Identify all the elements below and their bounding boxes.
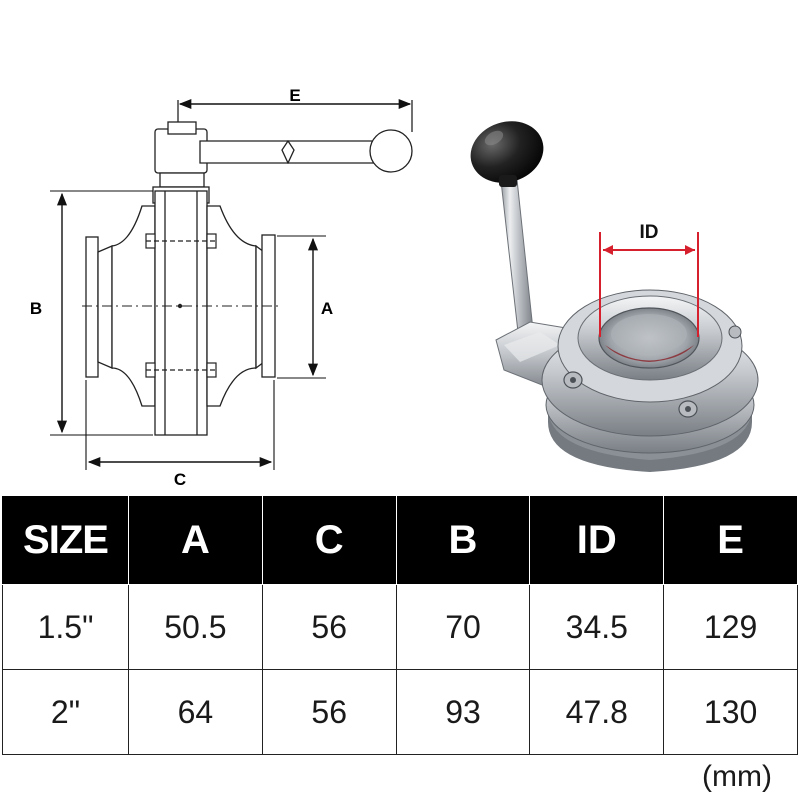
label-c: C [174,470,186,489]
label-id: ID [640,222,659,243]
unit-note: (mm) [702,760,772,793]
cell-id: 34.5 [529,584,665,670]
bolt-group-drawing [145,233,217,378]
cell-size: 1.5" [2,584,129,670]
header-a: A [128,496,263,585]
lever-handle [499,169,534,333]
dimension-e: E [177,86,413,132]
cell-c: 56 [261,584,397,670]
dimension-c: C [85,380,275,489]
cell-size: 2" [2,669,129,755]
header-id: ID [529,496,665,585]
cell-e: 130 [663,669,798,755]
cell-c: 56 [261,669,397,755]
cell-b: 70 [395,584,531,670]
label-e: E [289,86,300,105]
cell-e: 129 [663,584,798,670]
cell-a: 50.5 [128,584,263,670]
label-b: B [30,299,42,318]
valve-body-drawing [85,190,276,436]
table-row: 2" 64 56 93 47.8 130 [2,669,798,755]
label-a: A [321,299,333,318]
header-b: B [395,496,531,585]
dimension-a: A [277,235,333,379]
spec-table: SIZE A C B ID E 1.5" 50.5 56 70 34.5 129… [2,496,798,755]
table-header-row: SIZE A C B ID E [2,496,798,585]
header-e: E [663,496,798,585]
cell-id: 47.8 [529,669,665,755]
table-row: 1.5" 50.5 56 70 34.5 129 [2,584,798,670]
cell-b: 93 [395,669,531,755]
header-c: C [261,496,397,585]
dimension-b: B [30,190,153,436]
valve-product-photo: ID [470,121,759,472]
header-size: SIZE [2,496,129,585]
cell-a: 64 [128,669,263,755]
dimension-id: ID [599,222,699,337]
technical-drawing: E [30,86,759,489]
